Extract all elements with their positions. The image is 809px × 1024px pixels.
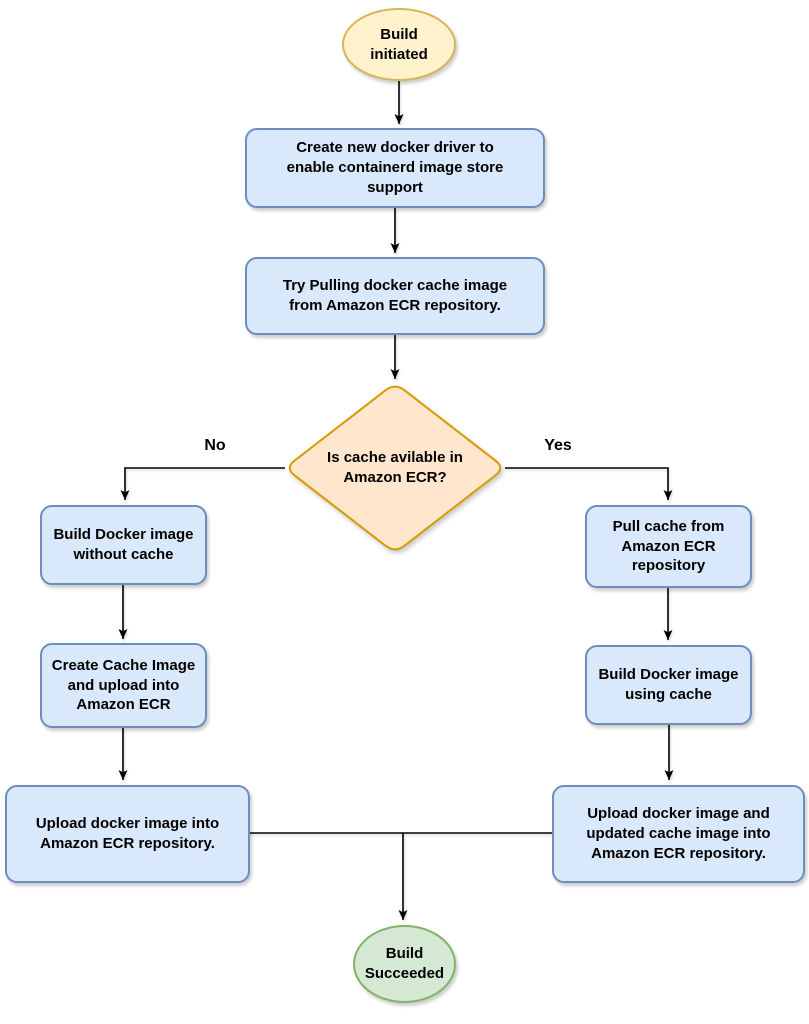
node-pull-cache-from-ecr-label: Pull cache from Amazon ECR repository	[612, 517, 725, 575]
node-try-pull-cache-label: Try Pulling docker cache image from Amaz…	[282, 277, 508, 314]
node-upload-docker-image-label: Upload docker image into Amazon ECR repo…	[35, 815, 220, 852]
node-build-succeeded: Build Succeeded	[353, 925, 456, 1003]
node-build-initiated-label: Build initiated	[370, 25, 428, 63]
decision-diamond-shape	[288, 385, 502, 551]
node-create-cache-image-label: Create Cache Image and upload into Amazo…	[51, 656, 196, 714]
node-build-initiated: Build initiated	[342, 8, 456, 81]
node-create-docker-driver: Create new docker driver to enable conta…	[245, 128, 545, 208]
node-pull-cache-from-ecr: Pull cache from Amazon ECR repository	[585, 505, 752, 588]
node-upload-docker-image: Upload docker image into Amazon ECR repo…	[5, 785, 250, 883]
node-build-image-without-cache-label: Build Docker image without cache	[53, 526, 194, 563]
edge-decision-no-branch	[120, 467, 285, 500]
edge-decision-yes-branch	[505, 467, 673, 500]
edge-label-no: No	[204, 437, 226, 454]
node-build-image-using-cache-label: Build Docker image using cache	[598, 666, 739, 703]
node-upload-image-and-cache: Upload docker image and updated cache im…	[552, 785, 805, 883]
node-build-succeeded-label: Build Succeeded	[364, 945, 445, 982]
edge-label-yes: Yes	[544, 437, 572, 454]
node-create-docker-driver-label: Create new docker driver to enable conta…	[286, 139, 504, 196]
node-decision-label: Is cache avilable in Amazon ECR?	[327, 449, 463, 486]
node-create-cache-image: Create Cache Image and upload into Amazo…	[40, 643, 207, 728]
node-upload-image-and-cache-label: Upload docker image and updated cache im…	[586, 805, 771, 862]
node-try-pull-cache: Try Pulling docker cache image from Amaz…	[245, 257, 545, 335]
node-build-image-without-cache: Build Docker image without cache	[40, 505, 207, 585]
node-build-image-using-cache: Build Docker image using cache	[585, 645, 752, 725]
node-decision-cache-available: Is cache avilable in Amazon ECR?	[285, 383, 505, 553]
